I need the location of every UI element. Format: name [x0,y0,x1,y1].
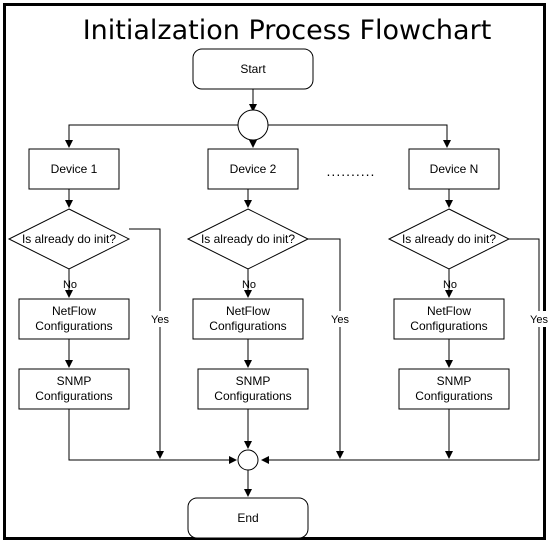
split-junction [237,109,269,141]
end-label: End [237,511,258,525]
netflow-config-1-line2: Configurations [35,319,112,333]
page-title: Initialzation Process Flowchart [83,15,492,46]
yes-label-1: Yes [151,314,169,326]
column-device-2: Device 2 Is already do init? No Yes NetF… [186,148,352,459]
edge-snmp-1-to-merge [68,409,237,464]
yes-label-n: Yes [530,314,548,326]
edge-decision-1-yes [129,228,164,459]
device-n-box [408,148,500,190]
netflow-config-1-box [18,298,130,340]
device-2-box [207,148,299,190]
decision-n-label: Is already do init? [402,232,496,246]
netflow-config-1-line1: NetFlow [52,304,96,318]
merge-junction [237,449,259,471]
snmp-config-2-box [197,368,309,410]
more-devices-ellipsis: .......... [327,163,376,179]
snmp-config-n-box [398,368,510,410]
netflow-config-n-line1: NetFlow [427,304,471,318]
no-label-2: No [242,279,256,291]
no-label-n: No [443,279,457,291]
start-node: Start [192,48,314,90]
netflow-config-2-line1: NetFlow [226,304,270,318]
yes-label-2: Yes [331,314,349,326]
snmp-config-1-line1: SNMP [57,374,92,388]
column-device-n: Device N Is already do init? No Yes NetF… [261,148,550,464]
device-n-label: Device N [430,162,479,176]
netflow-config-2-box [192,298,304,340]
device-1-box [28,148,120,190]
start-label: Start [240,62,266,76]
netflow-config-n-box [393,298,505,340]
snmp-config-n-line1: SNMP [437,374,472,388]
device-1-label: Device 1 [51,162,98,176]
netflow-config-n-line2: Configurations [410,319,487,333]
edge-decision-2-yes [308,238,344,459]
snmp-config-2-line2: Configurations [214,389,291,403]
decision-2-label: Is already do init? [201,232,295,246]
snmp-config-1-box [18,368,130,410]
end-node: End [187,497,309,539]
decision-1-label: Is already do init? [22,232,116,246]
column-device-1: Device 1 Is already do init? No Yes NetF… [7,148,237,464]
snmp-config-2-line1: SNMP [236,374,271,388]
edge-split-to-device-n [268,124,451,148]
snmp-config-1-line2: Configurations [35,389,112,403]
edge-decision-n-yes [261,238,540,464]
edge-split-to-device-1 [65,124,238,148]
netflow-config-2-line2: Configurations [209,319,286,333]
device-2-label: Device 2 [230,162,277,176]
snmp-config-n-line2: Configurations [415,389,492,403]
no-label-1: No [63,279,77,291]
